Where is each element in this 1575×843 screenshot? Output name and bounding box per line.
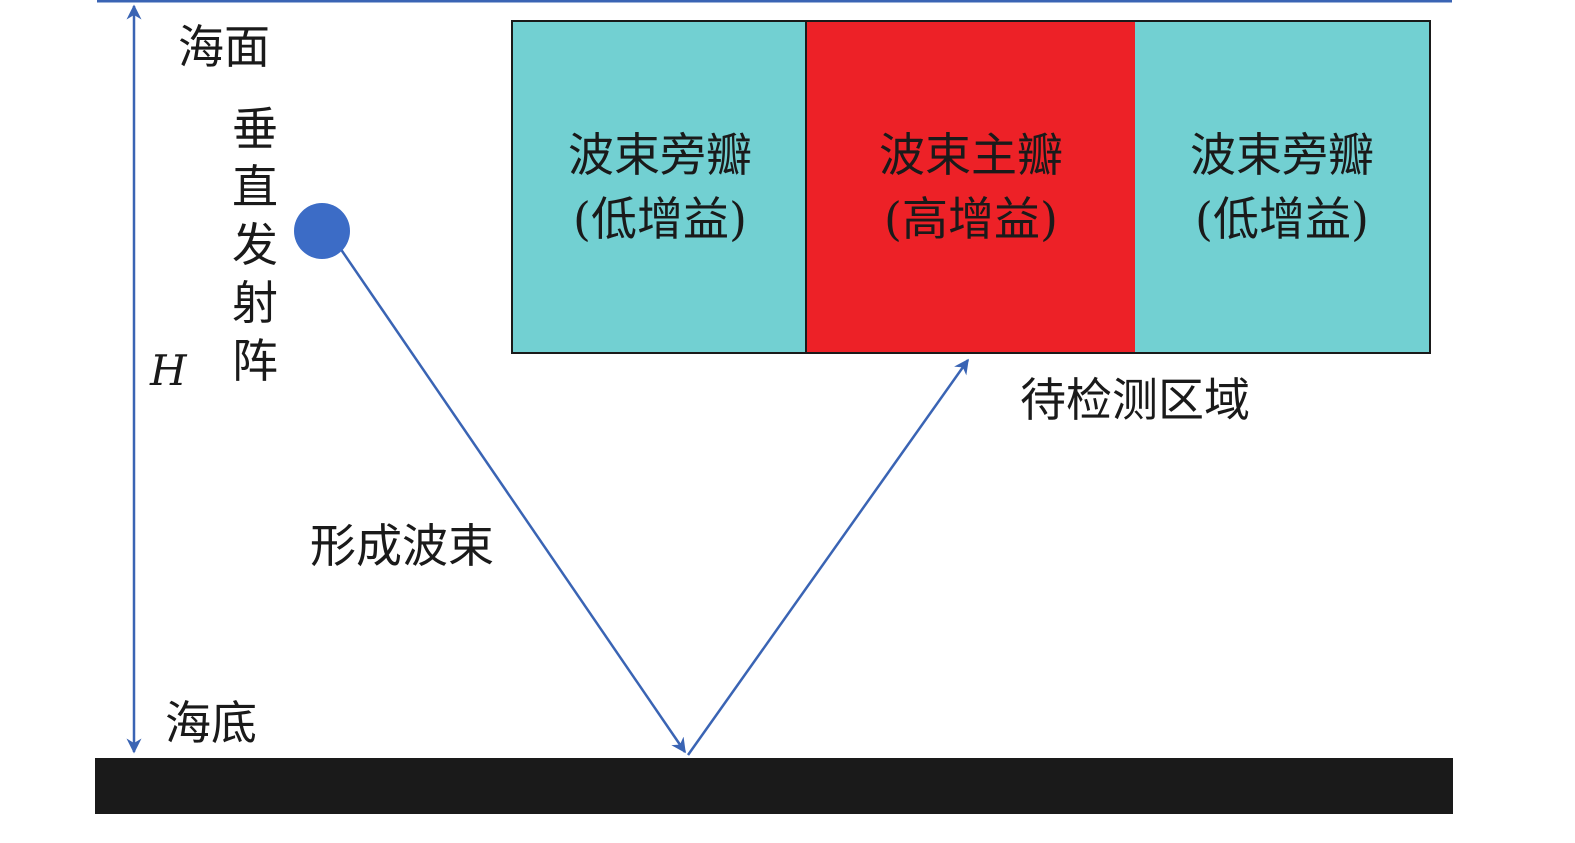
side-lobe-left-name: 波束旁瓣 — [568, 128, 752, 182]
main-lobe: 波束主瓣 (高增益) — [805, 20, 1137, 354]
detection-area-label: 待检测区域 — [1020, 373, 1250, 427]
reflected-ray-arrow — [686, 358, 970, 756]
side-lobe-right-name: 波束旁瓣 — [1190, 128, 1374, 182]
side-lobe-left: 波束旁瓣 (低增益) — [511, 20, 807, 354]
side-lobe-right: 波束旁瓣 (低增益) — [1135, 20, 1431, 354]
source-dot — [294, 203, 350, 259]
side-lobe-left-gain: (低增益) — [573, 192, 747, 246]
main-lobe-gain: (高增益) — [884, 192, 1058, 246]
vertical-array-label: 垂直发射阵 — [232, 102, 278, 388]
main-lobe-name: 波束主瓣 — [879, 128, 1063, 182]
beam-forming-label: 形成波束 — [310, 519, 494, 573]
side-lobe-right-gain: (低增益) — [1195, 192, 1369, 246]
seabed-bar — [95, 758, 1453, 814]
seabed-label: 海底 — [165, 696, 257, 750]
sea-surface-label: 海面 — [178, 20, 270, 74]
incident-ray-arrow — [338, 247, 687, 754]
depth-label: H — [150, 346, 187, 395]
